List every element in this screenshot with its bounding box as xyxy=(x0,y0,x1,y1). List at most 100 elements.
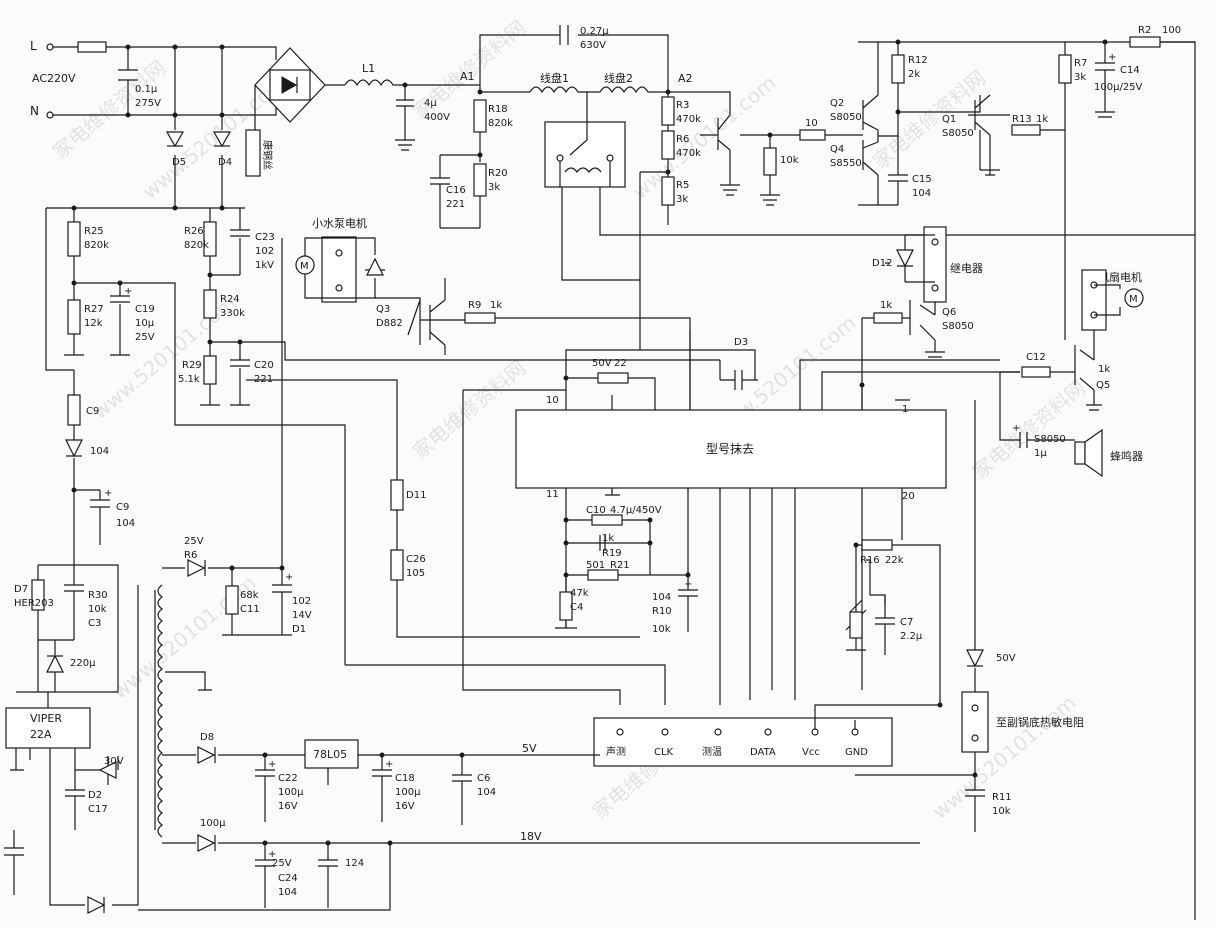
label: 10k xyxy=(992,806,1011,817)
label: 630V xyxy=(580,40,606,51)
label: R26 xyxy=(184,226,204,237)
motor-symbol: M xyxy=(1129,294,1138,305)
viper-ic xyxy=(5,707,91,749)
label: C7 xyxy=(900,617,913,628)
plus-sign: + xyxy=(124,286,132,297)
label: 124 xyxy=(345,858,364,869)
label: 820k xyxy=(184,240,209,251)
plus-sign: + xyxy=(1012,423,1020,434)
label: 47k xyxy=(570,588,589,599)
capacitor-c7 xyxy=(678,575,698,632)
capacitor-c12 xyxy=(734,370,743,390)
label: D3 xyxy=(734,337,748,348)
resistor-1k-q6 xyxy=(873,312,903,324)
plus-sign: + xyxy=(385,759,393,770)
label: C4 xyxy=(570,602,583,613)
connector-pin-label: 声测 xyxy=(606,745,626,758)
label: 25V xyxy=(184,536,204,547)
label: 501 xyxy=(586,560,605,571)
motor-symbol: M xyxy=(300,261,309,272)
label: 100 xyxy=(1162,25,1181,36)
plus-sign: + xyxy=(684,579,692,590)
resonant-tank: A1 0.27μ 630V 线盘1 线盘2 A2 R18 820k R20 3k… xyxy=(430,25,1195,350)
inductor-l1: L1 xyxy=(344,62,470,87)
main-ic: 型号抹去 10 11 1 20 50V 22 D3 C10 4.7μ/450V … xyxy=(515,330,1020,708)
label: R10 xyxy=(652,606,672,617)
ic-name: 型号抹去 xyxy=(706,442,754,456)
label: S8050 xyxy=(942,128,974,139)
label: D4 xyxy=(218,157,232,168)
node-a2: A2 xyxy=(678,72,693,85)
vreg-label: 78L05 xyxy=(313,748,347,761)
label: 1k xyxy=(1098,364,1110,375)
x-capacitor xyxy=(118,47,138,115)
pin-label: 10 xyxy=(546,395,559,406)
rail-18v: 18V xyxy=(520,830,542,843)
label: L1 xyxy=(362,62,375,75)
mains-label: AC220V xyxy=(32,72,76,85)
label: Q5 xyxy=(1096,380,1110,391)
resistor-r27 xyxy=(67,299,81,335)
label: 3k xyxy=(488,182,500,193)
label: 1kV xyxy=(255,260,274,271)
viper-name: VIPER xyxy=(30,712,62,725)
pump-socket xyxy=(321,236,357,303)
label: 3k xyxy=(1074,72,1086,83)
fan-socket xyxy=(1081,269,1107,331)
label: 820k xyxy=(84,240,109,251)
label: Q6 xyxy=(942,307,956,318)
resistor-r18 xyxy=(473,99,487,133)
label: 105 xyxy=(406,568,425,579)
label: 221 xyxy=(446,199,465,210)
resistor-r11 xyxy=(861,539,893,551)
label: 220μ xyxy=(70,658,96,669)
resistor-r4 xyxy=(597,372,629,384)
capacitor-c4 xyxy=(599,535,606,551)
watermark: 家电维修资料网 xyxy=(868,65,991,173)
label: 50V xyxy=(996,653,1016,664)
resistor-r7 xyxy=(1058,54,1072,84)
coil-pair xyxy=(529,86,668,94)
label: Q4 xyxy=(830,144,844,155)
label: C11 xyxy=(240,604,260,615)
resistor-r6 xyxy=(661,130,675,160)
resistor-22 xyxy=(67,394,81,426)
buzzer-icon xyxy=(1074,441,1086,465)
watermark: 家电维修资料网 xyxy=(968,375,1091,483)
relay-fan-section: D12 继电器 1k Q6 S8050 风扇电机 M C12 1k Q5 + S… xyxy=(861,226,1144,690)
label: 16V xyxy=(395,801,415,812)
label: C14 xyxy=(1120,65,1140,76)
resistor-r20 xyxy=(473,163,487,197)
label: R12 xyxy=(908,55,928,66)
label: 2.2μ xyxy=(900,631,923,642)
label: 68k xyxy=(240,590,259,601)
label: R5 xyxy=(676,180,689,191)
label: C18 xyxy=(395,773,415,784)
label: D7 xyxy=(14,584,28,595)
terminal-l-label: L xyxy=(30,39,37,53)
resistor-r2 xyxy=(1129,36,1161,48)
watermark: www.520101.com xyxy=(928,690,1081,823)
plus-sign: + xyxy=(104,488,112,499)
label: R18 xyxy=(488,104,508,115)
label: 100μ xyxy=(200,818,226,829)
bridge-rectifier: 康铜丝 xyxy=(245,47,345,177)
voltage-regulator xyxy=(304,739,359,769)
node-a1: A1 xyxy=(460,70,475,83)
capacitor-027u xyxy=(559,25,569,45)
label: 400V xyxy=(424,112,450,123)
label: 1k xyxy=(1036,114,1048,125)
label: R11 xyxy=(992,792,1012,803)
resistor-r24 xyxy=(203,289,217,319)
label: 100μ xyxy=(278,787,304,798)
label: R2 xyxy=(1138,25,1151,36)
label: S8550 xyxy=(830,158,862,169)
label: R30 xyxy=(88,590,108,601)
ic-body xyxy=(515,409,947,489)
label: D2 xyxy=(88,790,102,801)
label: 12k xyxy=(84,318,103,329)
label: D8 xyxy=(200,732,214,743)
thermistor xyxy=(849,611,863,639)
label: D882 xyxy=(376,318,403,329)
